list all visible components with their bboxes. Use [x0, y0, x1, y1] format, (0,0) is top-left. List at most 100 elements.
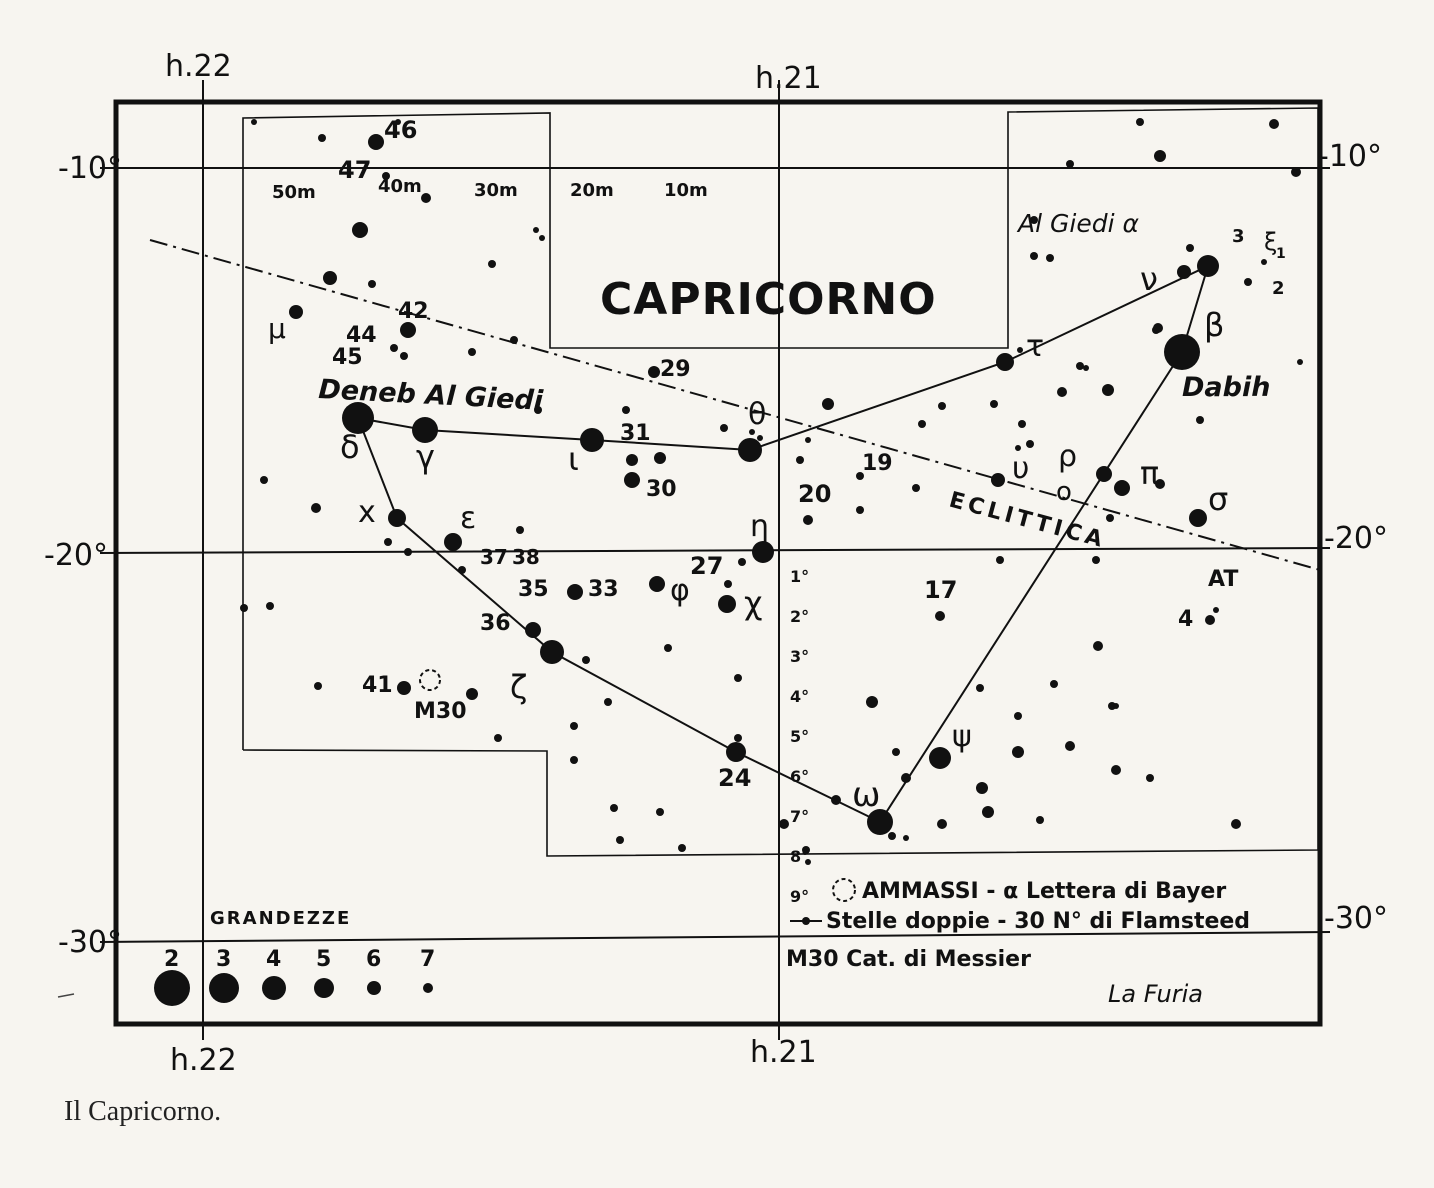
- star-dot: [533, 227, 539, 233]
- star-dot: [822, 398, 834, 410]
- dec-label-left-10: -10°: [58, 151, 122, 186]
- flamsteed-number: 29: [660, 357, 691, 382]
- star-dot: [412, 417, 438, 443]
- legend-line-3: M30 Cat. di Messier: [786, 947, 1031, 972]
- stars-group: [240, 118, 1303, 865]
- magnitude-label: 3: [216, 947, 231, 972]
- flamsteed-number: 24: [718, 764, 751, 792]
- star-dot: [1066, 160, 1074, 168]
- magnitude-dot: [367, 981, 381, 995]
- star-dot: [421, 193, 431, 203]
- flamsteed-number: 19: [862, 451, 893, 476]
- star-dot: [289, 305, 303, 319]
- star-dot: [656, 808, 664, 816]
- star-dot: [720, 424, 728, 432]
- star-dot: [540, 640, 564, 664]
- star-dot: [738, 438, 762, 462]
- star-dot: [1050, 680, 1058, 688]
- magnitude-label: 2: [164, 947, 179, 972]
- star-dot: [266, 602, 274, 610]
- greek-omega: ω: [852, 775, 880, 815]
- dec-label-right-20: -20°: [1324, 521, 1388, 556]
- star-dot: [918, 420, 926, 428]
- flamsteed-number: 3: [1232, 226, 1245, 247]
- star-dot: [1269, 119, 1279, 129]
- star-dot: [570, 722, 578, 730]
- dec-line-30: [99, 931, 1331, 943]
- flamsteed-number: 37: [480, 545, 508, 569]
- minute-label: 30m: [474, 180, 518, 201]
- star-dot: [649, 576, 665, 592]
- star-dot: [935, 611, 945, 621]
- dec-tick-label: 9°: [790, 887, 809, 906]
- star-dot: [570, 756, 578, 764]
- star-dot: [488, 260, 496, 268]
- magnitude-label: 7: [420, 947, 435, 972]
- dec-tick-label: 3°: [790, 647, 809, 666]
- star-dot: [624, 472, 640, 488]
- constellation-title: CAPRICORNO: [600, 274, 937, 325]
- star-dot: [525, 622, 541, 638]
- flamsteed-number: 27: [690, 552, 723, 580]
- legend-magnitudes-title: GRANDEZZE: [210, 908, 351, 929]
- star-dot: [779, 819, 789, 829]
- magnitude-dot: [209, 973, 239, 1003]
- star-dot: [342, 402, 374, 434]
- ecliptic-label: ECLITTICA: [946, 488, 1108, 554]
- star-dot: [937, 819, 947, 829]
- star-dot: [1231, 819, 1241, 829]
- star-dot: [400, 352, 408, 360]
- greek-phi: φ: [670, 573, 690, 608]
- star-dot: [1244, 278, 1252, 286]
- flamsteed-number: 41: [362, 673, 393, 698]
- star-dot: [1015, 445, 1021, 451]
- star-dot: [866, 696, 878, 708]
- minute-label: 20m: [570, 180, 614, 201]
- star-dot: [888, 832, 896, 840]
- greek-xi: ξ: [1264, 228, 1277, 256]
- flamsteed-number: 20: [798, 480, 831, 508]
- dec-ticks: 1°2°3°4°5°6°7°8°9°: [790, 567, 809, 906]
- star-dot: [996, 353, 1014, 371]
- star-dot: [996, 556, 1004, 564]
- cluster-m30-marker: [419, 669, 441, 691]
- star-dot: [1014, 712, 1022, 720]
- constellation-boundary: [242, 107, 1319, 857]
- star-dot: [982, 806, 994, 818]
- star-dot: [1146, 774, 1154, 782]
- arrow-mark: [57, 993, 75, 998]
- star-dot: [1213, 607, 1219, 613]
- magnitude-label: 4: [266, 947, 281, 972]
- minute-label: 40m: [378, 176, 422, 197]
- star-dot: [718, 595, 736, 613]
- star-dot: [867, 809, 893, 835]
- star-dot: [796, 456, 804, 464]
- star-dot: [626, 454, 638, 466]
- star-dot: [1153, 323, 1163, 333]
- star-dot: [803, 515, 813, 525]
- greek-tau: τ: [1026, 329, 1044, 364]
- legend-double-star-dot: [802, 917, 810, 925]
- flamsteed-number: 46: [384, 116, 417, 144]
- star-dot: [368, 134, 384, 150]
- star-dot: [1030, 252, 1038, 260]
- star-dot: [610, 804, 618, 812]
- star-dot: [580, 428, 604, 452]
- star-dot: [749, 429, 755, 435]
- greek-chi-small: x: [358, 495, 376, 530]
- star-dot: [466, 688, 478, 700]
- star-dot: [1136, 118, 1144, 126]
- star-dot: [1111, 765, 1121, 775]
- legend-cluster-symbol: [832, 878, 856, 902]
- star-dot: [510, 336, 518, 344]
- dec-tick-label: 6°: [790, 767, 809, 786]
- ra-label-h21-top: h.21: [755, 61, 822, 96]
- star-dot: [1291, 167, 1301, 177]
- star-dot: [397, 681, 411, 695]
- star-dot: [1026, 440, 1034, 448]
- star-dot: [1030, 216, 1038, 224]
- star-dot: [856, 506, 864, 514]
- extra-label-at: AT: [1208, 567, 1238, 592]
